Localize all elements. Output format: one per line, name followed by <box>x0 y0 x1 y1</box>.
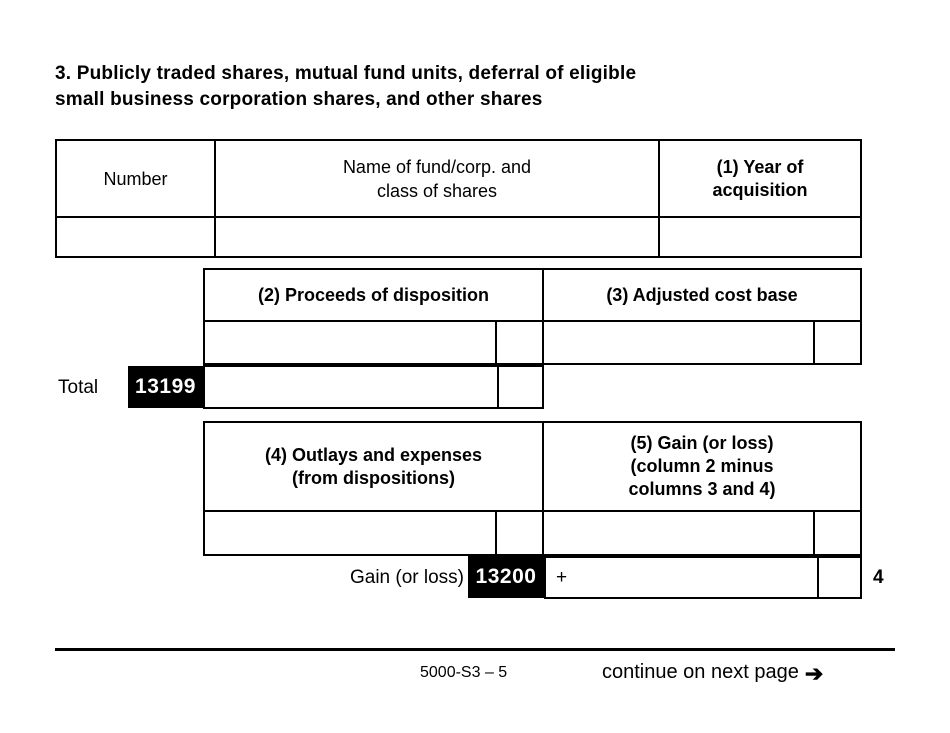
section-heading-line-1: 3. Publicly traded shares, mutual fund u… <box>55 63 637 84</box>
input-proceeds-total-cents[interactable] <box>497 367 542 407</box>
header-name-line-2: class of shares <box>376 180 498 201</box>
input-gain-cents[interactable] <box>813 510 860 554</box>
field-code-13199: 13199 <box>128 366 203 408</box>
header-outlays-and-expenses: (4) Outlays and expenses (from dispositi… <box>205 423 542 510</box>
input-outlays-dollars[interactable] <box>205 510 495 554</box>
header-outlays-line-2: (from dispositions) <box>292 467 455 488</box>
header-gain-or-loss: (5) Gain (or loss) (column 2 minus colum… <box>542 423 860 510</box>
input-name-of-fund[interactable] <box>214 216 658 256</box>
header-name-line-1: Name of fund/corp. and <box>342 156 532 177</box>
input-proceeds-dollars[interactable] <box>205 320 495 363</box>
header-name-of-fund: Name of fund/corp. and class of shares <box>214 141 658 216</box>
total-label-text: Total <box>58 377 99 398</box>
field-code-13200-text: 13200 <box>475 565 537 588</box>
gain-operator-plus: + <box>556 566 576 590</box>
header-outlays-line-1: (4) Outlays and expenses <box>264 444 483 465</box>
proceeds-table: (2) Proceeds of disposition (3) Adjusted… <box>203 268 862 365</box>
section-heading-line-2: small business corporation shares, and o… <box>55 89 543 110</box>
input-number[interactable] <box>57 216 214 256</box>
header-gain-line-1: (5) Gain (or loss) <box>630 433 774 453</box>
input-proceeds-total-dollars[interactable] <box>205 367 497 407</box>
continue-on-next-page: continue on next page ➔ <box>602 661 823 684</box>
gain-or-loss-label: Gain (or loss) <box>280 566 464 590</box>
input-gain-dollars[interactable] <box>542 510 813 554</box>
gain-total-row <box>544 556 862 599</box>
header-adjusted-cost-base-label: (3) Adjusted cost base <box>606 284 798 305</box>
input-adjusted-cost-base-cents[interactable] <box>813 320 860 363</box>
gain-operator-plus-text: + <box>556 567 568 588</box>
header-adjusted-cost-base: (3) Adjusted cost base <box>542 270 860 320</box>
header-proceeds-label: (2) Proceeds of disposition <box>257 284 490 305</box>
header-number-label: Number <box>103 168 168 189</box>
header-proceeds-of-disposition: (2) Proceeds of disposition <box>205 270 542 320</box>
gain-table: (4) Outlays and expenses (from dispositi… <box>203 421 862 556</box>
form-identifier-text: 5000-S3 – 5 <box>420 664 508 681</box>
input-outlays-cents[interactable] <box>495 510 542 554</box>
input-gain-total-dollars[interactable] <box>546 558 817 597</box>
proceeds-total-row <box>203 365 544 409</box>
field-code-13199-text: 13199 <box>135 375 196 398</box>
input-proceeds-cents[interactable] <box>495 320 542 363</box>
footer-divider <box>55 648 895 651</box>
header-year-of-acquisition: (1) Year of acquisition <box>658 141 860 216</box>
gain-or-loss-label-text: Gain (or loss) <box>349 567 464 588</box>
continue-label: continue on next page <box>602 661 799 683</box>
form-identifier: 5000-S3 – 5 <box>420 664 507 682</box>
header-gain-line-3: columns 3 and 4) <box>628 479 776 499</box>
header-year-line-2: acquisition <box>712 179 808 200</box>
section-heading: 3. Publicly traded shares, mutual fund u… <box>55 61 855 113</box>
line-number-4: 4 <box>873 566 897 590</box>
header-number: Number <box>57 141 214 216</box>
input-adjusted-cost-base-dollars[interactable] <box>542 320 813 363</box>
total-label: Total <box>58 376 124 400</box>
input-gain-total-cents[interactable] <box>817 558 860 597</box>
header-gain-line-2: (column 2 minus <box>630 456 774 476</box>
header-year-line-1: (1) Year of <box>716 156 804 177</box>
field-code-13200: 13200 <box>468 556 544 598</box>
line-number-4-text: 4 <box>873 567 884 588</box>
identification-table: Number Name of fund/corp. and class of s… <box>55 139 862 258</box>
arrow-right-icon: ➔ <box>804 660 824 686</box>
input-year-of-acquisition[interactable] <box>658 216 860 256</box>
